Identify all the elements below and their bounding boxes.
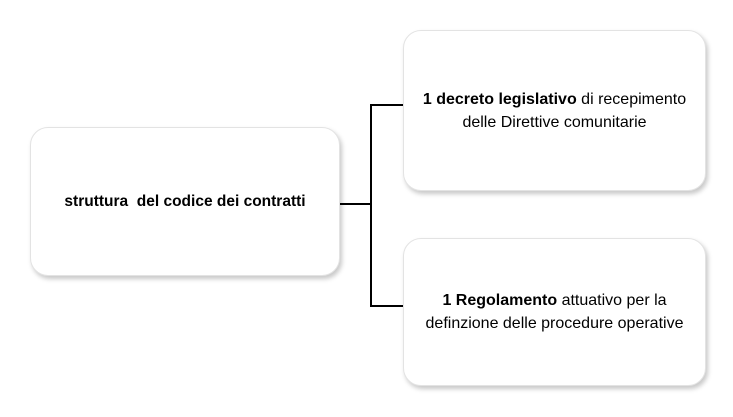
- node-decreto-legislativo[interactable]: 1 decreto legislativo di recepimento del…: [403, 30, 706, 191]
- connector-arm-to-regolamento: [370, 305, 405, 307]
- node-decreto-lead: 1 decreto legislativo: [422, 90, 577, 108]
- connector-vertical-spine: [370, 104, 372, 307]
- connector-arm-to-decreto: [370, 104, 405, 106]
- node-regolamento-text: 1 Regolamento attuativo per la definzion…: [404, 289, 705, 335]
- node-struttura-codice-contratti[interactable]: struttura del codice dei contratti: [30, 127, 340, 276]
- connector-stub: [338, 203, 372, 205]
- node-decreto-rest: di recepimento delle Direttive comunitar…: [462, 90, 691, 131]
- node-decreto-text: 1 decreto legislativo di recepimento del…: [404, 88, 705, 134]
- node-regolamento-rest: attuativo per la definzione delle proced…: [425, 292, 684, 332]
- node-regolamento-lead: 1 Regolamento: [442, 292, 558, 309]
- node-regolamento-attuativo[interactable]: 1 Regolamento attuativo per la definzion…: [403, 238, 706, 386]
- node-root-label: struttura del codice dei contratti: [64, 192, 306, 210]
